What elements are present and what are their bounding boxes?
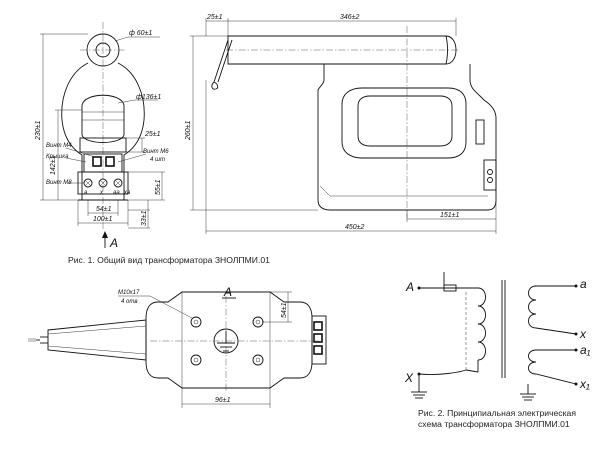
schematic: А Х а х а₁ х₁ (404, 272, 591, 401)
dim-33: 33±1 (141, 210, 148, 226)
dim-54: 54±1 (96, 206, 112, 213)
dim-142: 142±1 (50, 155, 57, 175)
front-view: ф 60±1 ф136±1 а х аа ха Винт (35, 22, 169, 250)
figure2-caption-line1: Рис. 2. Принципиальная электрическая (418, 408, 576, 418)
label-kryshka: Крышка (46, 154, 69, 160)
dim-230: 230±1 (35, 120, 42, 141)
dim-100: 100±1 (93, 216, 113, 223)
term-a: а (84, 190, 88, 196)
dim-25-front: 25±1 (144, 131, 161, 138)
side-view: 25±1 346±2 260±1 151±1 450±2 (185, 14, 497, 234)
label-m10: М10х17 (118, 290, 140, 296)
figure1-caption: Рис. 1. Общий вид трансформатора ЗНОЛПМИ… (68, 255, 270, 265)
schem-terminal-x1: х₁ (579, 377, 590, 391)
dim-55: 55±1 (155, 179, 162, 195)
dim-25-top: 25±1 (206, 14, 223, 21)
label-vint-m6: Винт М6 (143, 149, 169, 155)
schem-terminal-A: А (405, 280, 414, 294)
figure2-caption-line2: схема трансформатора ЗНОЛПМИ.01 (418, 419, 570, 429)
term-aa: аа (113, 190, 120, 196)
dim-d60: ф 60±1 (129, 30, 152, 37)
dim-d136: ф136±1 (136, 94, 161, 101)
label-4sht: 4 шт (150, 157, 165, 163)
dim-260: 260±1 (185, 120, 192, 141)
view-a: А (28, 285, 327, 408)
label-m10-holes: 4 отв (121, 299, 137, 305)
dim-54-a: 54±1 (281, 302, 288, 318)
label-vint-m8: Винт М8 (46, 180, 72, 186)
dim-151: 151±1 (440, 212, 460, 219)
dim-450: 450±2 (345, 224, 365, 231)
view-arrow-a: А (109, 236, 118, 250)
schem-terminal-x: х (579, 327, 587, 341)
schem-terminal-X: Х (404, 371, 414, 385)
dim-96: 96±1 (215, 397, 231, 404)
schem-terminal-a1: а₁ (580, 343, 591, 357)
term-xa: ха (123, 190, 131, 196)
label-vint-m4: Винт М4 (46, 143, 72, 149)
schem-terminal-a: а (580, 277, 587, 291)
term-x: х (99, 190, 104, 196)
dim-346: 346±2 (340, 14, 360, 21)
